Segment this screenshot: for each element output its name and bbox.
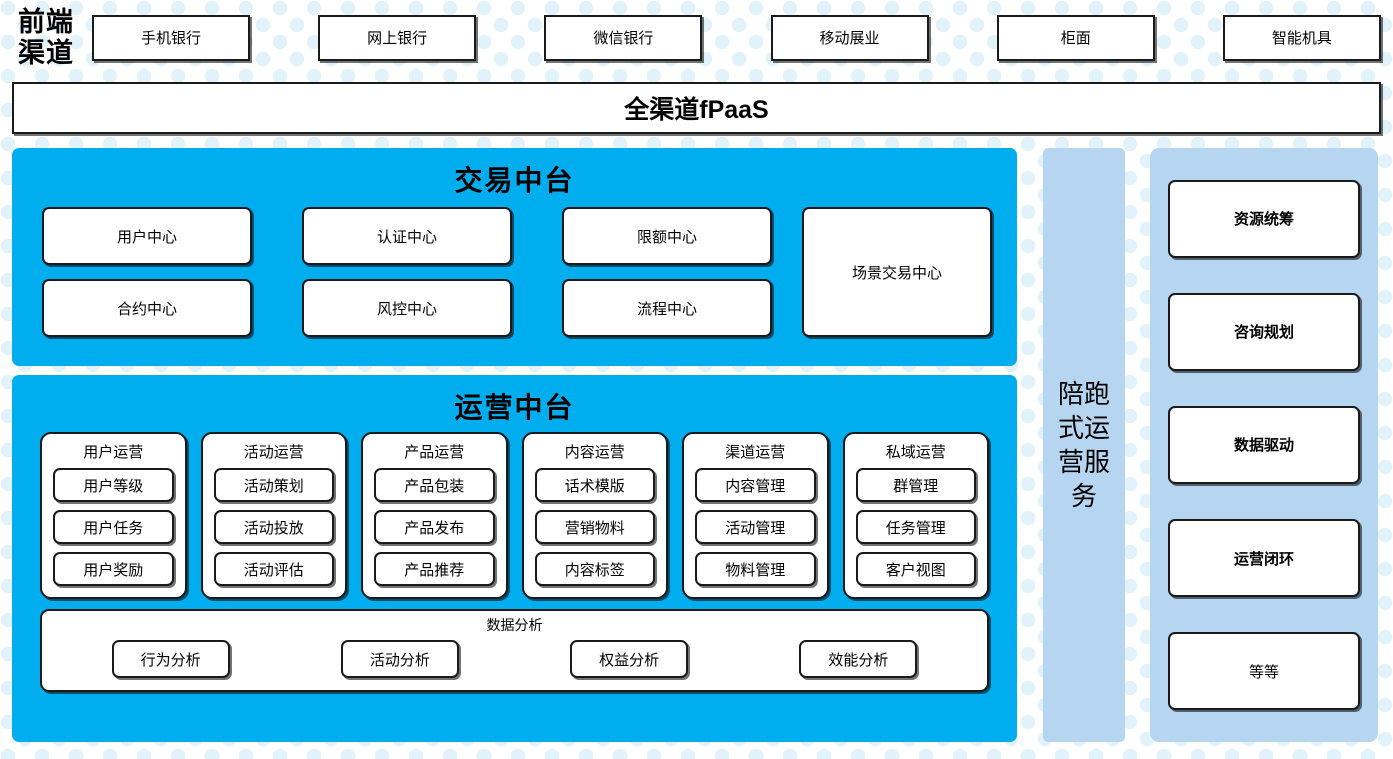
channel-box-counter[interactable]: 柜面 bbox=[996, 14, 1155, 61]
ops-item-campaign-management[interactable]: 活动管理 bbox=[695, 510, 816, 544]
center-authentication[interactable]: 认证中心 bbox=[302, 207, 512, 265]
front-end-channel-row: 前端 渠道 手机银行 网上银行 微信银行 移动展业 柜面 智能机具 bbox=[0, 0, 1393, 75]
capability-resource-coordination[interactable]: 资源统筹 bbox=[1168, 179, 1360, 258]
capability-operation-closed-loop[interactable]: 运营闭环 bbox=[1168, 519, 1360, 598]
center-scenario-transaction[interactable]: 场景交易中心 bbox=[802, 207, 992, 337]
ops-column-campaign-operation: 活动运营 活动策划 活动投放 活动评估 bbox=[200, 432, 347, 599]
ops-item-material-management[interactable]: 物料管理 bbox=[695, 552, 816, 586]
analysis-campaign[interactable]: 活动分析 bbox=[340, 640, 459, 678]
ops-column-title: 产品运营 bbox=[404, 444, 465, 461]
data-analysis-section: 数据分析 行为分析 活动分析 权益分析 效能分析 bbox=[40, 609, 989, 692]
ops-item-user-task[interactable]: 用户任务 bbox=[53, 510, 174, 544]
channel-box-mobile-business[interactable]: 移动展业 bbox=[770, 14, 929, 61]
channel-box-online-bank[interactable]: 网上银行 bbox=[318, 14, 477, 61]
transaction-platform-body: 用户中心 认证中心 限额中心 合约中心 风控中心 流程中心 场景交易中心 bbox=[12, 199, 1017, 337]
capability-etc[interactable]: 等等 bbox=[1168, 632, 1360, 711]
center-limit[interactable]: 限额中心 bbox=[562, 207, 772, 265]
ops-item-product-packaging[interactable]: 产品包装 bbox=[374, 468, 495, 502]
transaction-platform-title: 交易中台 bbox=[454, 165, 575, 196]
channel-box-smart-machine[interactable]: 智能机具 bbox=[1222, 14, 1381, 61]
channel-box-mobile-bank[interactable]: 手机银行 bbox=[92, 14, 250, 61]
ops-column-title: 活动运营 bbox=[243, 444, 304, 461]
center-risk-control[interactable]: 风控中心 bbox=[302, 279, 512, 337]
ops-item-user-reward[interactable]: 用户奖励 bbox=[53, 552, 174, 586]
ops-column-content-operation: 内容运营 话术模版 营销物料 内容标签 bbox=[521, 432, 668, 599]
accompanying-operation-service-strip: 陪跑式运营服务 bbox=[1043, 148, 1125, 742]
platform-main-area: 交易中台 用户中心 认证中心 限额中心 合约中心 风控中心 流程中心 场景交易中… bbox=[12, 148, 1381, 742]
middle-platform-column: 交易中台 用户中心 认证中心 限额中心 合约中心 风控中心 流程中心 场景交易中… bbox=[12, 148, 1017, 742]
transaction-center-grid: 用户中心 认证中心 限额中心 合约中心 风控中心 流程中心 bbox=[42, 207, 802, 337]
channel-label-line1: 前端 bbox=[18, 6, 74, 37]
capability-consulting-planning[interactable]: 咨询规划 bbox=[1168, 292, 1360, 371]
center-user[interactable]: 用户中心 bbox=[42, 207, 252, 265]
ops-item-user-level[interactable]: 用户等级 bbox=[53, 468, 174, 502]
front-end-channel-label: 前端 渠道 bbox=[0, 7, 92, 69]
transaction-middle-platform-panel: 交易中台 用户中心 认证中心 限额中心 合约中心 风控中心 流程中心 场景交易中… bbox=[12, 148, 1017, 366]
ops-column-channel-operation: 渠道运营 内容管理 活动管理 物料管理 bbox=[682, 432, 829, 599]
ops-item-group-management[interactable]: 群管理 bbox=[855, 468, 976, 502]
operation-platform-title: 运营中台 bbox=[454, 392, 575, 423]
omnichannel-fpaas-band[interactable]: 全渠道fPaaS bbox=[12, 82, 1381, 134]
data-analysis-title: 数据分析 bbox=[486, 617, 543, 633]
service-strip-label: 陪跑式运营服务 bbox=[1057, 379, 1110, 511]
ops-item-marketing-material[interactable]: 营销物料 bbox=[534, 510, 655, 544]
capability-panel: 资源统筹 咨询规划 数据驱动 运营闭环 等等 bbox=[1150, 148, 1378, 742]
ops-column-user-operation: 用户运营 用户等级 用户任务 用户奖励 bbox=[40, 432, 187, 599]
channel-box-wechat-bank[interactable]: 微信银行 bbox=[544, 14, 703, 61]
channel-label-line2: 渠道 bbox=[18, 37, 74, 68]
analysis-rights[interactable]: 权益分析 bbox=[570, 640, 689, 678]
ops-column-title: 私域运营 bbox=[885, 444, 946, 461]
ops-item-script-template[interactable]: 话术模版 bbox=[534, 468, 655, 502]
operation-middle-platform-panel: 运营中台 用户运营 用户等级 用户任务 用户奖励 活动运营 活动策划 活动投放 … bbox=[12, 375, 1017, 742]
center-process[interactable]: 流程中心 bbox=[562, 279, 772, 337]
ops-item-campaign-delivery[interactable]: 活动投放 bbox=[213, 510, 334, 544]
ops-item-content-tag[interactable]: 内容标签 bbox=[534, 552, 655, 586]
ops-item-content-management[interactable]: 内容管理 bbox=[695, 468, 816, 502]
channel-box-list: 手机银行 网上银行 微信银行 移动展业 柜面 智能机具 bbox=[92, 14, 1393, 61]
capability-data-driven[interactable]: 数据驱动 bbox=[1168, 405, 1360, 484]
ops-item-campaign-planning[interactable]: 活动策划 bbox=[213, 468, 334, 502]
ops-item-task-management[interactable]: 任务管理 bbox=[855, 510, 976, 544]
ops-item-product-release[interactable]: 产品发布 bbox=[374, 510, 495, 544]
data-analysis-item-list: 行为分析 活动分析 权益分析 效能分析 bbox=[56, 640, 973, 678]
analysis-behavior[interactable]: 行为分析 bbox=[111, 640, 230, 678]
analysis-efficiency[interactable]: 效能分析 bbox=[799, 640, 918, 678]
ops-item-customer-view[interactable]: 客户视图 bbox=[855, 552, 976, 586]
ops-column-title: 用户运营 bbox=[83, 444, 144, 461]
ops-item-campaign-evaluation[interactable]: 活动评估 bbox=[213, 552, 334, 586]
ops-column-title: 渠道运营 bbox=[725, 444, 786, 461]
ops-column-private-domain-operation: 私域运营 群管理 任务管理 客户视图 bbox=[842, 432, 989, 599]
center-contract[interactable]: 合约中心 bbox=[42, 279, 252, 337]
ops-item-product-recommendation[interactable]: 产品推荐 bbox=[374, 552, 495, 586]
ops-column-product-operation: 产品运营 产品包装 产品发布 产品推荐 bbox=[361, 432, 508, 599]
ops-column-title: 内容运营 bbox=[564, 444, 625, 461]
operation-column-list: 用户运营 用户等级 用户任务 用户奖励 活动运营 活动策划 活动投放 活动评估 … bbox=[12, 426, 1017, 599]
